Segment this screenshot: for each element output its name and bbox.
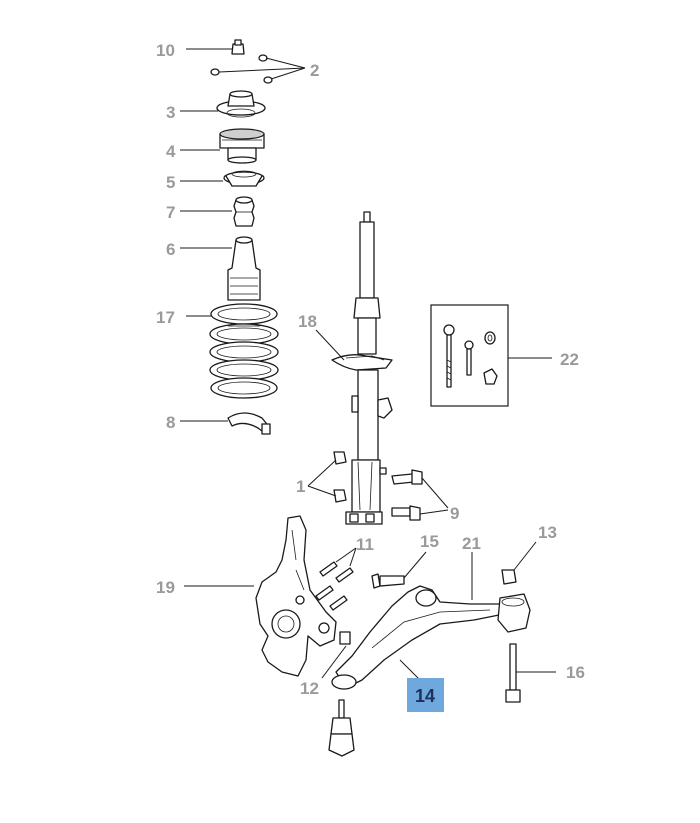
callout-5: 5 (166, 173, 175, 192)
lower-ball-joint (328, 699, 355, 757)
part-8-isolator (180, 412, 271, 435)
part-14-control-arm (331, 585, 505, 690)
callout-17: 17 (156, 308, 175, 327)
callout-8: 8 (166, 413, 175, 432)
callout-22: 22 (560, 350, 579, 369)
part-16-bolt (505, 643, 556, 703)
part-7-jounce-bumper (180, 196, 255, 227)
callout-12: 12 (300, 679, 319, 698)
callout-1: 1 (296, 477, 305, 496)
callout-15: 15 (420, 532, 439, 551)
callout-14-highlight[interactable]: 14 (407, 678, 444, 712)
part-9-bolts (379, 467, 449, 521)
callout-14: 14 (415, 686, 435, 706)
part-3-strut-mount (180, 90, 266, 118)
callout-13: 13 (538, 523, 557, 542)
part-15-bolt (371, 551, 427, 589)
part-17-coil-spring (186, 303, 279, 399)
callout-7: 7 (166, 203, 175, 222)
callout-16: 16 (566, 663, 585, 682)
callout-9: 9 (450, 504, 459, 523)
part-11-bolts (315, 547, 357, 611)
part-4-bearing (180, 128, 265, 164)
part-10-nut (186, 39, 245, 55)
part-2-nuts (210, 54, 306, 84)
highlight-box (407, 678, 444, 712)
callout-4: 4 (166, 142, 176, 161)
part-12-nut (321, 631, 351, 679)
callout-18: 18 (298, 312, 317, 331)
part-22-hardware-kit (430, 304, 552, 407)
callout-10: 10 (156, 41, 175, 60)
callout-6: 6 (166, 240, 175, 259)
part-1-nuts (307, 451, 347, 503)
callout-19: 19 (156, 578, 175, 597)
callout-3: 3 (166, 103, 175, 122)
strut-assembly (315, 211, 393, 525)
part-6-dust-boot (180, 236, 261, 301)
callout-11: 11 (356, 535, 374, 554)
part-13-ball-joint (497, 541, 537, 633)
part-19-knuckle (184, 515, 337, 677)
callout-21: 21 (462, 534, 481, 553)
callout-2: 2 (310, 61, 319, 80)
part-5-spring-seat (180, 170, 265, 187)
